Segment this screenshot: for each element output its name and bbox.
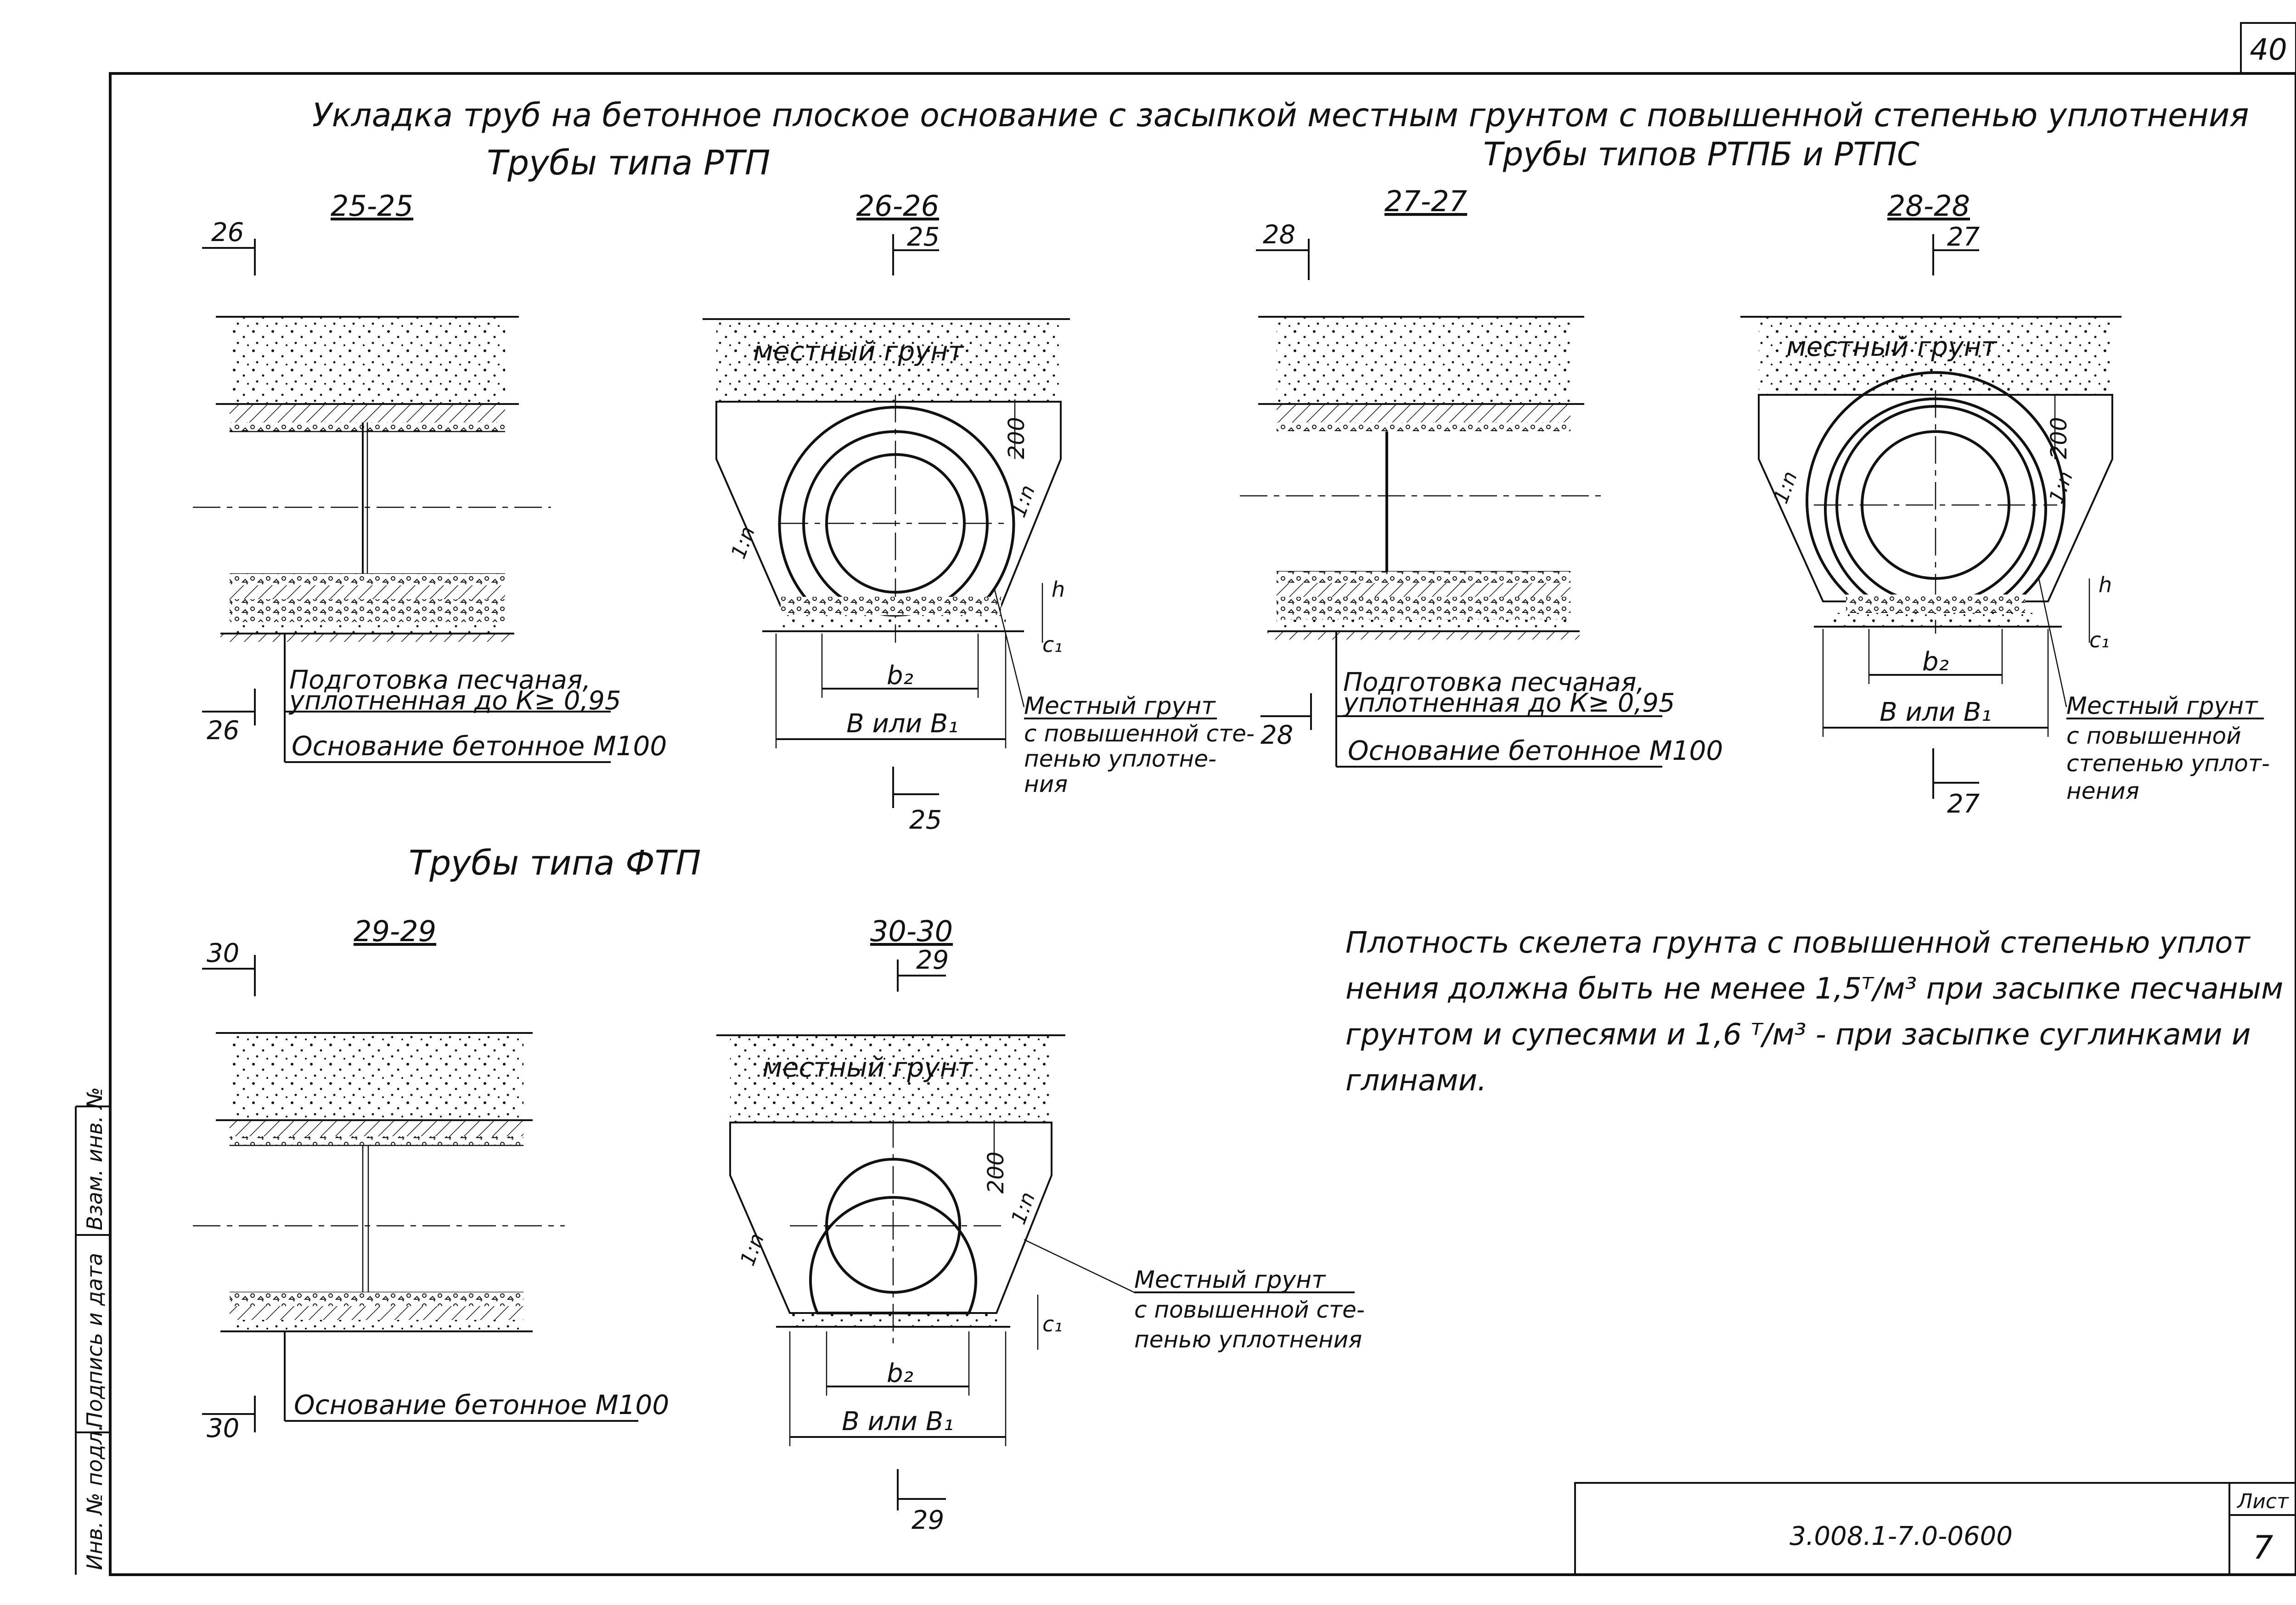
cover-contour bbox=[778, 405, 1015, 607]
section-title: 25-25 bbox=[331, 189, 413, 223]
drawing-code: 3.008.1-7.0-0600 bbox=[1790, 1521, 2013, 1551]
dim-b-or-b1: В или В₁ bbox=[842, 1407, 953, 1437]
section-30-30: 30-30 29 местный грунт 200 1:n 1:n c₁ b₂… bbox=[716, 915, 1365, 1535]
side-stamp: Инв. № подл. Подпись и дата Взам. инв. № bbox=[75, 1087, 111, 1575]
callout-line-2: с повышенной bbox=[2066, 723, 2241, 749]
section-title: 29-29 bbox=[354, 915, 436, 948]
title-block: 3.008.1-7.0-0600 Лист 7 bbox=[1574, 1482, 2296, 1576]
section-marker-top: 29 bbox=[916, 945, 949, 975]
callout-line-4: ния bbox=[1024, 771, 1068, 797]
soil-label: местный грунт bbox=[762, 1052, 974, 1083]
callout-line-3: пенью уплотне- bbox=[1024, 746, 1216, 772]
callout-line-3: степенью уплот- bbox=[2066, 750, 2270, 777]
dim-b2: b₂ bbox=[1922, 647, 1949, 677]
section-marker-top: 25 bbox=[907, 222, 940, 252]
group-label-rtpb-rtps: Трубы типов РТПБ и РТПС bbox=[1483, 135, 1919, 173]
stamp-inv-no: Инв. № подл. bbox=[82, 1425, 107, 1570]
stamp-signature: Подпись и дата bbox=[82, 1253, 107, 1428]
dim-200: 200 bbox=[983, 1151, 1009, 1194]
slope-right: 1:n bbox=[1007, 1189, 1040, 1228]
pipe-wall-top bbox=[230, 404, 505, 422]
stamp-replaced-inv: Взам. инв. № bbox=[82, 1087, 107, 1230]
section-marker-bottom: 29 bbox=[912, 1505, 944, 1535]
dim-c1: c₁ bbox=[2089, 628, 2110, 652]
section-title: 28-28 bbox=[1887, 189, 1970, 223]
soil-fill bbox=[230, 317, 505, 404]
dim-c1: c₁ bbox=[1042, 1312, 1063, 1336]
concrete-base bbox=[785, 1313, 1001, 1327]
concrete-base bbox=[1832, 613, 2039, 627]
section-marker-top: 27 bbox=[1947, 222, 1980, 252]
pipe-cradle bbox=[809, 1196, 977, 1314]
callout-line-2: с повышенной сте- bbox=[1134, 1296, 1365, 1323]
section-marker-top: 28 bbox=[1263, 220, 1295, 250]
main-title: Укладка труб на бетонное плоское основан… bbox=[312, 96, 2249, 134]
concrete-base bbox=[230, 599, 505, 622]
section-marker-bottom: 26 bbox=[207, 716, 239, 746]
group-label-ftp: Трубы типа ФТП bbox=[409, 843, 701, 883]
dim-200: 200 bbox=[1004, 417, 1030, 459]
drawing-frame bbox=[109, 72, 2296, 1576]
section-27-27: 27-27 28 Подготовка песчаная, уплотненна… bbox=[1240, 185, 1723, 768]
group-label-rtp: Трубы типа РТП bbox=[487, 143, 770, 183]
callout-leader bbox=[993, 587, 1025, 707]
callout-line-3: пенью уплотнения bbox=[1134, 1326, 1362, 1353]
sand-prep-label-1: Подготовка песчаная, bbox=[289, 665, 591, 695]
section-26-26: 26-26 25 местный грунт 200 1:n 1:n h c₁ … bbox=[703, 189, 1255, 835]
slope-right: 1:n bbox=[1007, 482, 1040, 521]
note-line-2: нения должна быть не менее 1,5ᵀ/м³ при з… bbox=[1345, 972, 2283, 1006]
section-marker-bottom: 27 bbox=[1947, 789, 1980, 819]
callout-line-2: с повышенной сте- bbox=[1024, 720, 1255, 747]
callout-line-1: Местный грунт bbox=[1024, 692, 1216, 720]
section-marker-top: 30 bbox=[207, 938, 239, 968]
dim-b-or-b1: В или В₁ bbox=[1880, 697, 1991, 727]
sand-prep-label-1: Подготовка песчаная, bbox=[1343, 668, 1644, 697]
callout-leader bbox=[1024, 1239, 1135, 1293]
callout-line-1: Местный грунт bbox=[2066, 692, 2258, 720]
section-marker-bottom: 25 bbox=[909, 805, 942, 835]
sand-prep-label-2: уплотненная до К≥ 0,95 bbox=[288, 686, 621, 716]
concrete-base bbox=[776, 615, 1006, 631]
slope-left: 1:n bbox=[726, 523, 760, 562]
callout-line-1: Местный грунт bbox=[1134, 1266, 1326, 1294]
dim-b-or-b1: В или В₁ bbox=[846, 709, 958, 739]
soil-label: местный грунт bbox=[1786, 331, 1998, 362]
note-block: Плотность скелета грунта с повышенной ст… bbox=[1345, 926, 2283, 1098]
callout-leader bbox=[2038, 578, 2067, 707]
dim-200: 200 bbox=[2046, 417, 2072, 459]
slope-left: 1:n bbox=[1769, 468, 1802, 507]
dim-b2: b₂ bbox=[887, 1358, 913, 1388]
sheet-number: 7 bbox=[2253, 1529, 2273, 1566]
concrete-base-label: Основание бетонное М100 bbox=[1348, 735, 1723, 766]
soil-label: местный грунт bbox=[753, 336, 964, 367]
note-line-3: грунтом и супесями и 1,6 ᵀ/м³ - при засы… bbox=[1345, 1018, 2251, 1052]
section-marker-bottom: 28 bbox=[1261, 720, 1293, 750]
cover-contour bbox=[1806, 371, 2065, 603]
dim-h: h bbox=[2099, 572, 2112, 597]
dim-b2: b₂ bbox=[887, 661, 913, 690]
dim-c1: c₁ bbox=[1042, 632, 1063, 657]
dim-h: h bbox=[1052, 577, 1065, 602]
section-29-29: 29-29 30 Основание бетонное М100 30 bbox=[193, 915, 669, 1443]
concrete-base-label: Основание бетонное М100 bbox=[294, 1389, 669, 1420]
slope-left: 1:n bbox=[736, 1230, 769, 1269]
concrete-base-label: Основание бетонное М100 bbox=[292, 730, 667, 762]
note-line-4: глинами. bbox=[1345, 1064, 1486, 1098]
sheet-label: Лист bbox=[2236, 1490, 2289, 1513]
top-sheet-number: 40 bbox=[2250, 33, 2287, 67]
top-sheet-number-box bbox=[2240, 22, 2296, 74]
section-28-28: 28-28 27 местный грунт 200 1:n 1:n h c₁ … bbox=[1740, 189, 2270, 819]
section-25-25: 25-25 26 Подготовка песчаная, уплотненна… bbox=[193, 189, 667, 763]
note-line-1: Плотность скелета грунта с повышенной ст… bbox=[1345, 926, 2251, 960]
section-marker-top: 26 bbox=[211, 218, 244, 247]
sand-prep-label-2: уплотненная до К≥ 0,95 bbox=[1342, 688, 1675, 718]
section-title: 26-26 bbox=[856, 189, 939, 223]
section-title: 27-27 bbox=[1384, 185, 1467, 218]
section-title: 30-30 bbox=[870, 915, 953, 948]
section-marker-bottom: 30 bbox=[207, 1414, 239, 1443]
callout-line-4: нения bbox=[2066, 778, 2139, 804]
slope-right: 1:n bbox=[2044, 468, 2077, 507]
